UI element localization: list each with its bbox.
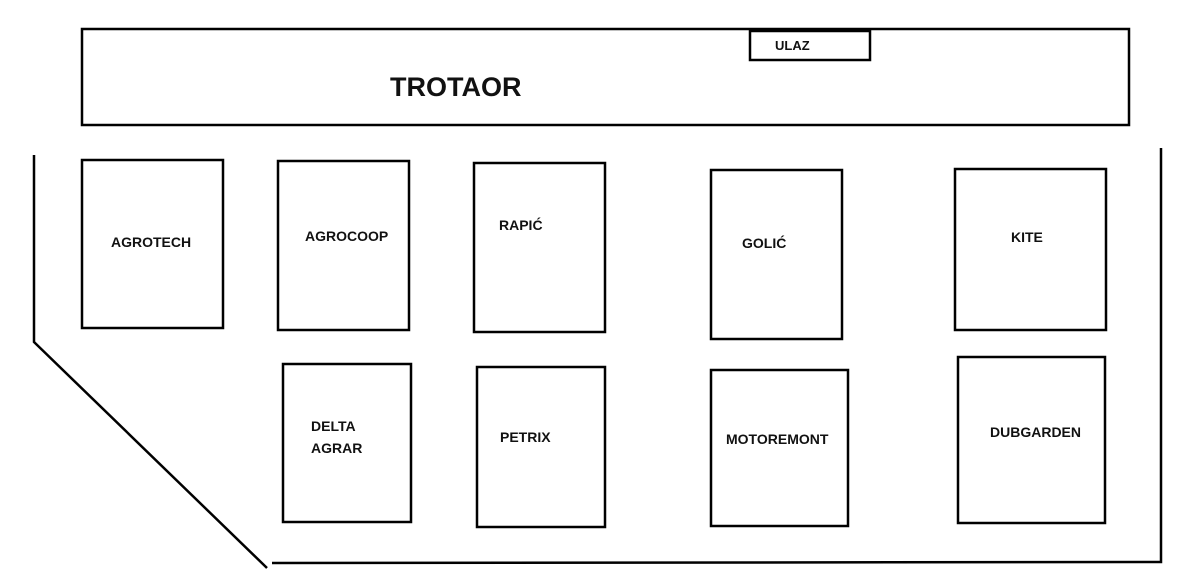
stall-label: AGROTECH xyxy=(111,234,191,250)
stall-label: AGRAR xyxy=(311,440,362,456)
entrance-outline xyxy=(748,29,872,62)
stall-label: DUBGARDEN xyxy=(990,424,1081,440)
stall-rapic: RAPIĆ xyxy=(472,161,607,334)
stall-label: MOTOREMONT xyxy=(726,431,829,447)
stall-agrotech: AGROTECH xyxy=(80,158,225,330)
stall-dubgarden: DUBGARDEN xyxy=(956,355,1107,525)
stall-label: AGROCOOP xyxy=(305,228,388,244)
left-boundary-line xyxy=(32,155,268,569)
stall-label: GOLIĆ xyxy=(742,234,786,251)
entrance-label: ULAZ xyxy=(775,38,810,53)
site-boundary xyxy=(32,148,1163,569)
entrance: ULAZ xyxy=(748,29,872,62)
sidewalk-label: TROTAOR xyxy=(390,72,521,102)
stall-delta-agrar: DELTA AGRAR xyxy=(281,362,413,524)
stall-kite: KITE xyxy=(953,167,1108,332)
stall-label: PETRIX xyxy=(500,429,551,445)
stall-agrocoop: AGROCOOP xyxy=(276,159,411,332)
stall-label: RAPIĆ xyxy=(499,216,543,233)
stall-golic: GOLIĆ xyxy=(709,168,844,341)
stall-petrix: PETRIX xyxy=(475,365,607,529)
stall-motoremont: MOTOREMONT xyxy=(709,368,850,528)
stall-label: DELTA xyxy=(311,418,356,434)
stall-label: KITE xyxy=(1011,229,1043,245)
bottom-right-boundary-line xyxy=(271,148,1163,565)
sidewalk-outline xyxy=(80,27,1131,127)
sidewalk: TROTAOR xyxy=(80,27,1131,127)
